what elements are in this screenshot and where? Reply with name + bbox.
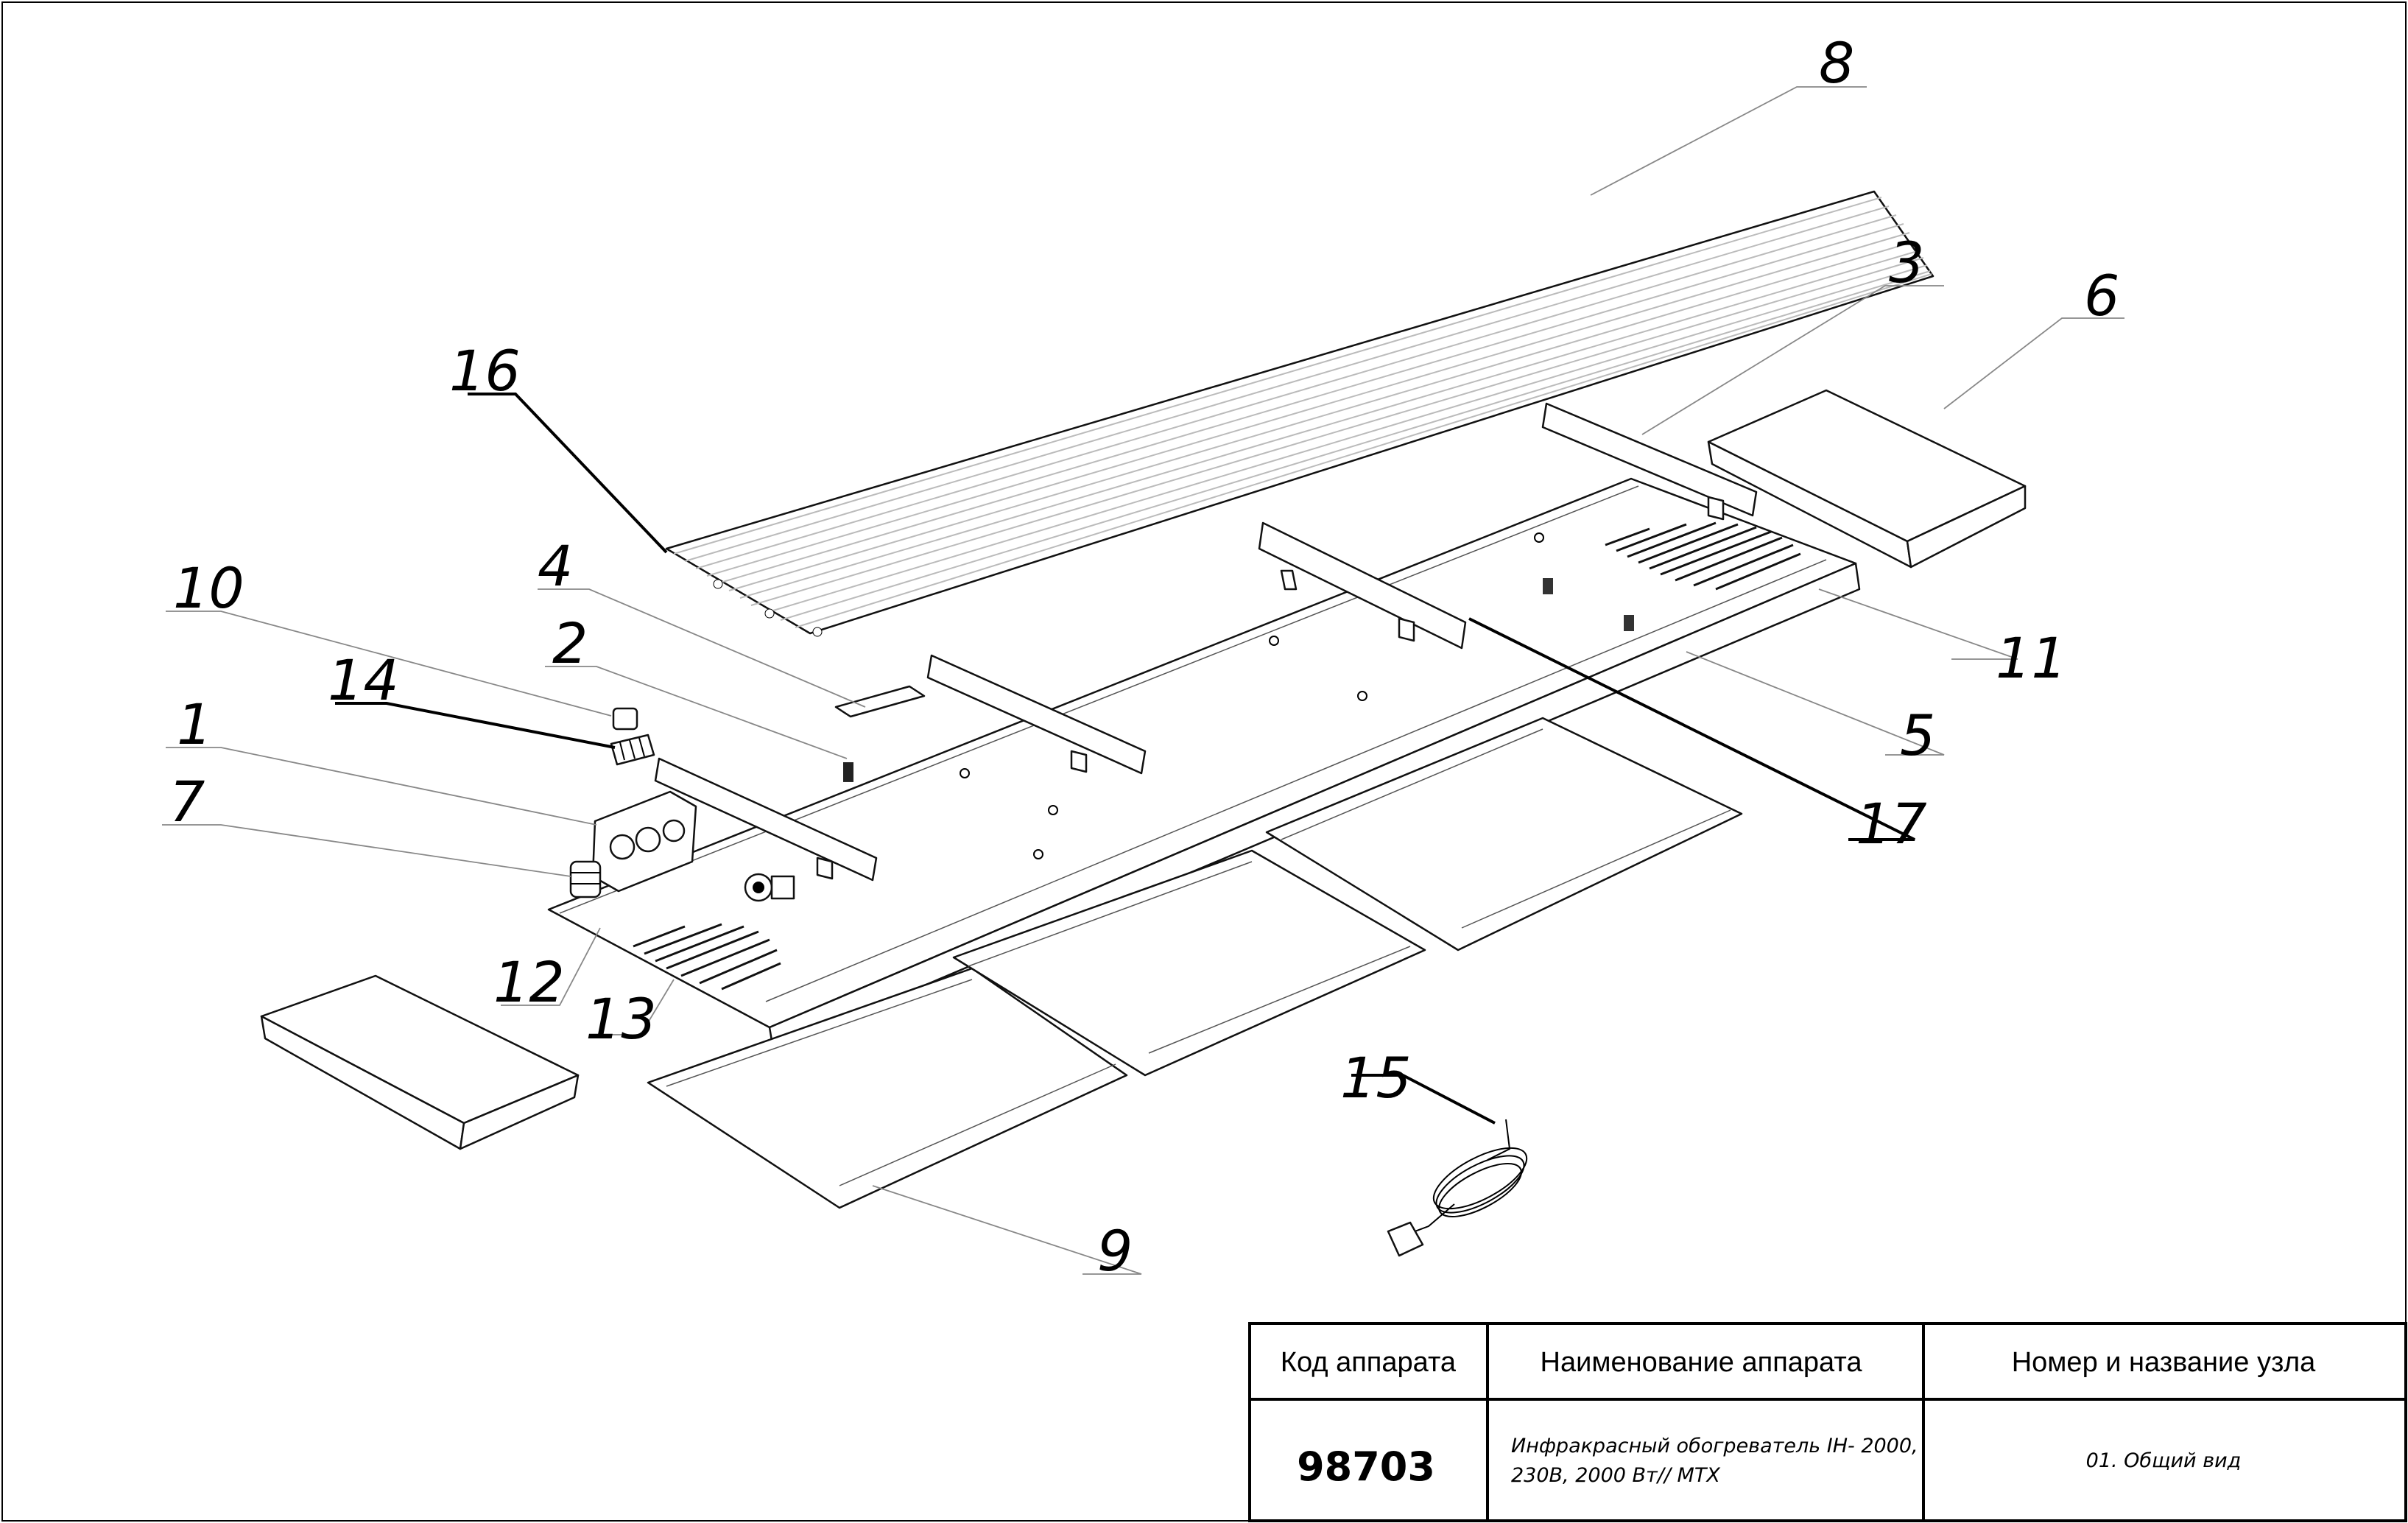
callout-6: 6 — [2084, 263, 2119, 328]
bracket-left — [654, 757, 878, 882]
callout-15: 15 — [1340, 1045, 1412, 1111]
part-3-bracket — [1541, 402, 1758, 521]
part-2-standoff — [843, 762, 853, 781]
callout-9: 9 — [1097, 1218, 1133, 1284]
node-value: 01. Общий вид — [2086, 1449, 2242, 1472]
part-4-plate — [834, 685, 926, 718]
header-name: Наименование аппарата — [1541, 1347, 1863, 1378]
callout-8: 8 — [1819, 30, 1854, 96]
title-block: Код аппарата Наименование аппарата Номер… — [1248, 1322, 2407, 1522]
callout-10: 10 — [173, 555, 244, 621]
end-cap-left — [260, 974, 580, 1150]
part-6-end-cap — [1707, 389, 2027, 569]
part-14-terminal-block — [610, 734, 655, 766]
part-10-terminal — [612, 707, 638, 731]
part-12-cable-gland — [744, 873, 795, 902]
callout-5: 5 — [1900, 703, 1935, 768]
callout-2: 2 — [552, 611, 588, 676]
callout-labels: 8 3 6 16 4 10 2 14 1 7 11 5 17 12 13 15 … — [169, 30, 2119, 1284]
device-name-line2: 230В, 2000 Вт// MTX — [1511, 1464, 1720, 1487]
callout-4: 4 — [538, 533, 573, 599]
callout-16: 16 — [449, 338, 521, 404]
callout-13: 13 — [585, 986, 657, 1052]
part-8-radiator-panel — [665, 190, 1935, 637]
part-9-reflector-trays — [647, 717, 1743, 1209]
part-17-bracket — [1258, 521, 1467, 650]
callout-17: 17 — [1856, 791, 1927, 857]
part-7-cable-gland — [569, 860, 602, 898]
callout-12: 12 — [493, 949, 565, 1015]
header-node: Номер и название узла — [2012, 1347, 2316, 1378]
header-code: Код аппарата — [1281, 1347, 1457, 1378]
leader-lines — [162, 86, 2124, 1275]
device-code-value: 98703 — [1297, 1443, 1435, 1490]
callout-7: 7 — [169, 769, 205, 834]
callout-3: 3 — [1889, 230, 1924, 295]
part-15-power-cord — [1387, 1119, 1528, 1257]
device-name-line1: Инфракрасный обогреватель IH- 2000, — [1511, 1435, 1918, 1457]
callout-1: 1 — [177, 692, 212, 757]
callout-11: 11 — [1996, 625, 2067, 691]
callout-14: 14 — [328, 647, 399, 713]
bracket-middle — [926, 654, 1147, 775]
